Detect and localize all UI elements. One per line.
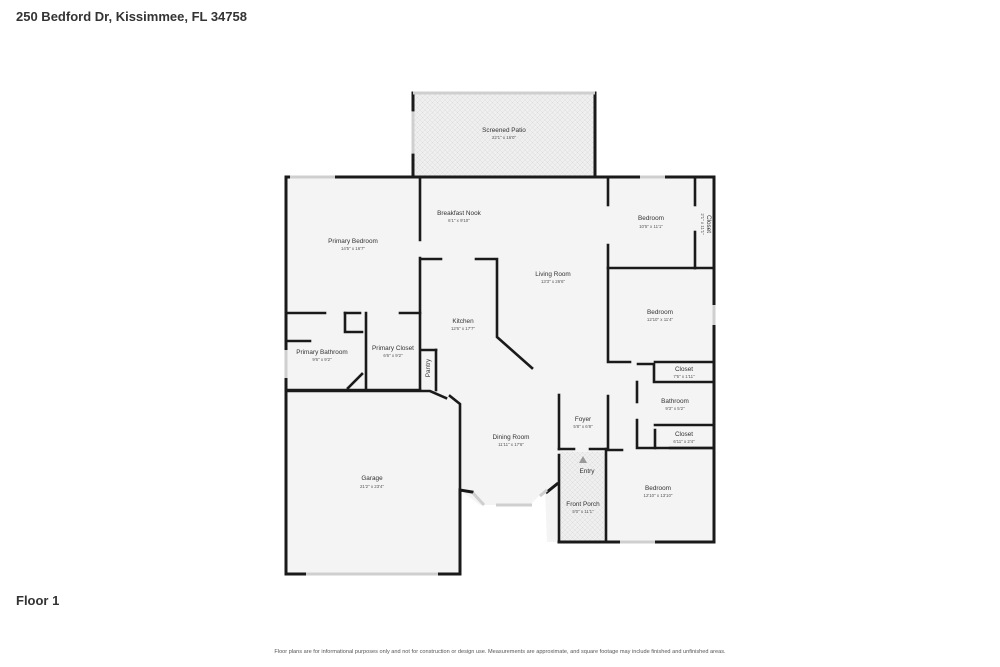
exterior-walls (284, 91, 716, 576)
primary-closet-label: Primary Closet (372, 345, 414, 352)
foyer-dim: 5'8" x 6'8" (573, 424, 593, 429)
dining-room-label: Dining Room (493, 434, 530, 441)
entry-label: Entry (580, 468, 596, 475)
bedroom-3-label: Bedroom (645, 485, 671, 492)
garage-dim: 21'2" x 23'4" (360, 484, 385, 489)
bathroom-label: Bathroom (661, 398, 689, 405)
bedroom-1-label: Bedroom (638, 215, 664, 222)
front-porch-label: Front Porch (566, 501, 600, 508)
floor-fill (286, 93, 714, 574)
kitchen-dim: 12'6" x 17'7" (451, 326, 476, 331)
living-room-label: Living Room (535, 271, 571, 278)
bedroom-1-dim: 10'5" x 11'1" (639, 224, 663, 229)
primary-bedroom-label: Primary Bedroom (328, 238, 378, 245)
entry-arrow-icon (579, 456, 587, 463)
interior-walls (284, 175, 716, 544)
foyer-label: Foyer (575, 416, 592, 423)
bedroom-2-dim: 12'10" x 11'4" (647, 317, 674, 322)
primary-bathroom-label: Primary Bathroom (296, 349, 348, 356)
dining-room-dim: 11'11" x 17'6" (498, 442, 524, 447)
closet-1-label: Closet (705, 215, 712, 233)
bedroom-3-dim: 12'10" x 13'10" (644, 493, 673, 498)
disclaimer-text: Floor plans are for informational purpos… (274, 649, 726, 655)
front-porch-floor (559, 452, 606, 542)
room-labels: Screened Patio 22'1" x 16'0" Breakfast N… (296, 127, 712, 514)
bedroom-2-label: Bedroom (647, 309, 673, 316)
closet-3-dim: 6'11" x 2'4" (673, 439, 695, 444)
property-address: 250 Bedford Dr, Kissimmee, FL 34758 (16, 9, 247, 24)
screened-patio-label: Screened Patio (482, 127, 526, 134)
closet-1-dim: 2'1" x 11'1" (700, 213, 705, 235)
interior-floor (286, 177, 714, 574)
bathroom-dim: 9'3" x 5'2" (665, 406, 685, 411)
kitchen-label: Kitchen (452, 318, 474, 325)
screened-patio-dim: 22'1" x 16'0" (492, 135, 517, 140)
primary-bedroom-dim: 14'5" x 16'7" (341, 246, 366, 251)
closet-2-dim: 7'5" x 1'11" (673, 374, 695, 379)
closet-2-label: Closet (675, 366, 693, 373)
windows (284, 91, 716, 576)
garage-label: Garage (361, 475, 383, 482)
living-room-dim: 13'3" x 26'6" (541, 279, 566, 284)
floor-label: Floor 1 (16, 593, 60, 608)
breakfast-nook-label: Breakfast Nook (437, 210, 481, 217)
closet-3-label: Closet (675, 431, 693, 438)
front-porch-dim: 5'0" x 11'1" (572, 509, 594, 514)
pantry-label: Pantry (425, 358, 432, 377)
screened-patio-floor (413, 93, 595, 176)
primary-closet-dim: 6'6" x 9'2" (383, 353, 403, 358)
breakfast-nook-dim: 6'1" x 9'10" (448, 218, 470, 223)
primary-bathroom-dim: 9'6" x 9'2" (312, 357, 332, 362)
